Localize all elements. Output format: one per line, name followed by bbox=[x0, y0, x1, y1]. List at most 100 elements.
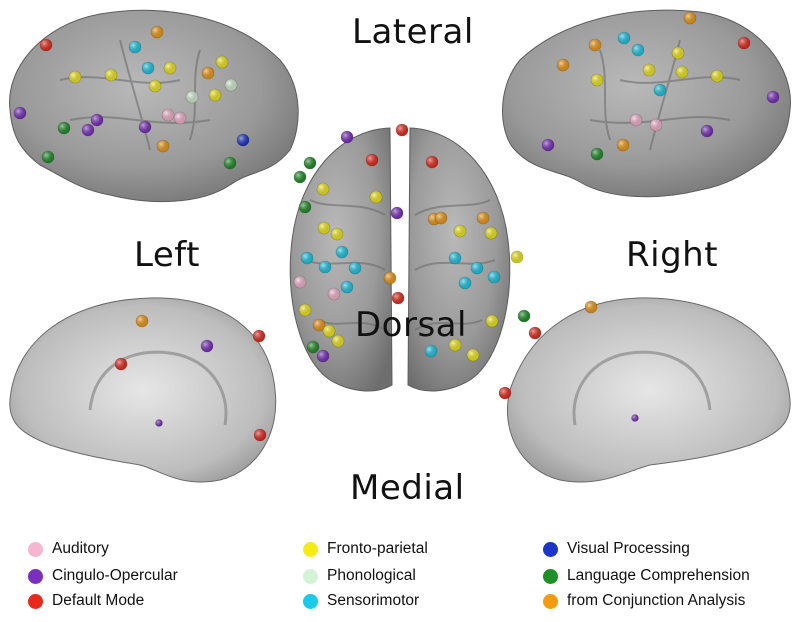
region-dot-shading bbox=[650, 119, 662, 131]
region-dot-shading bbox=[151, 26, 163, 38]
region-dot-shading bbox=[654, 84, 666, 96]
left-lateral-brain bbox=[9, 9, 299, 203]
region-dot-shading bbox=[701, 125, 713, 137]
region-dot-shading bbox=[332, 335, 344, 347]
region-dot-shading bbox=[529, 327, 541, 339]
region-dot-shading bbox=[225, 79, 237, 91]
region-dot-shading bbox=[186, 91, 198, 103]
region-dot-shading bbox=[426, 156, 438, 168]
region-dot-shading bbox=[711, 70, 723, 82]
region-dot-shading bbox=[299, 201, 311, 213]
region-dot-shading bbox=[467, 349, 479, 361]
region-dot-shading bbox=[58, 122, 70, 134]
region-dot-shading bbox=[672, 47, 684, 59]
region-dot-shading bbox=[617, 139, 629, 151]
region-dot-shading bbox=[317, 350, 329, 362]
region-dot-shading bbox=[14, 107, 26, 119]
region-dot-shading bbox=[676, 66, 688, 78]
region-dot-shading bbox=[105, 69, 117, 81]
region-dot-shading bbox=[684, 12, 696, 24]
region-dot-shading bbox=[202, 67, 214, 79]
region-dot-shading bbox=[632, 44, 644, 56]
legend-item-visual-processing: Visual Processing bbox=[543, 540, 690, 558]
region-dot-shading bbox=[392, 292, 404, 304]
region-dot-shading bbox=[301, 252, 313, 264]
region-dot-shading bbox=[254, 429, 266, 441]
region-dot-shading bbox=[142, 62, 154, 74]
region-dot-shading bbox=[115, 358, 127, 370]
region-dot-shading bbox=[69, 71, 81, 83]
region-dot-shading bbox=[294, 171, 306, 183]
region-dot-shading bbox=[366, 154, 378, 166]
region-dot-shading bbox=[630, 114, 642, 126]
region-dot-shading bbox=[589, 39, 601, 51]
region-dot-shading bbox=[294, 276, 306, 288]
legend-label: Language Comprehension bbox=[567, 567, 750, 584]
region-dot-shading bbox=[384, 272, 396, 284]
language-comprehension-dot-icon bbox=[543, 568, 558, 584]
region-dot-shading bbox=[162, 109, 174, 121]
region-dot-shading bbox=[42, 151, 54, 163]
region-dot-shading bbox=[488, 271, 500, 283]
phonological-dot-icon bbox=[303, 568, 318, 584]
region-dot-shading bbox=[155, 419, 163, 427]
legend-item-auditory: Auditory bbox=[28, 540, 109, 558]
region-dot-shading bbox=[511, 251, 523, 263]
legend-item-conjunction: from Conjunction Analysis bbox=[543, 592, 745, 610]
region-dot-shading bbox=[341, 281, 353, 293]
region-dot-shading bbox=[767, 91, 779, 103]
region-dot-shading bbox=[91, 114, 103, 126]
region-dot-shading bbox=[370, 191, 382, 203]
legend: Auditory Cingulo-Opercular Default Mode … bbox=[0, 536, 800, 622]
region-dot-shading bbox=[341, 131, 353, 143]
region-dot-shading bbox=[304, 157, 316, 169]
region-dot-shading bbox=[486, 315, 498, 327]
right-medial-brain bbox=[506, 297, 791, 483]
region-dot-shading bbox=[485, 227, 497, 239]
region-dot-shading bbox=[164, 62, 176, 74]
region-dot-shading bbox=[237, 134, 249, 146]
legend-label: Auditory bbox=[52, 540, 109, 557]
sensorimotor-dot-icon bbox=[303, 593, 318, 609]
legend-label: Visual Processing bbox=[567, 540, 690, 557]
region-dot-shading bbox=[435, 212, 447, 224]
region-dots bbox=[13, 11, 780, 442]
region-dot-shading bbox=[542, 139, 554, 151]
legend-label: from Conjunction Analysis bbox=[567, 592, 746, 609]
region-dot-shading bbox=[459, 277, 471, 289]
region-dot-shading bbox=[317, 183, 329, 195]
region-dot-shading bbox=[139, 121, 151, 133]
region-dot-shading bbox=[136, 315, 148, 327]
region-dot-shading bbox=[157, 140, 169, 152]
region-dot-shading bbox=[631, 414, 639, 422]
region-dot-shading bbox=[643, 64, 655, 76]
region-dot-shading bbox=[585, 301, 597, 313]
region-dot-shading bbox=[209, 89, 221, 101]
medial-label: Medial bbox=[350, 468, 465, 508]
region-dot-shading bbox=[449, 339, 461, 351]
legend-item-sensorimotor: Sensorimotor bbox=[303, 592, 419, 610]
region-dot-shading bbox=[425, 345, 437, 357]
region-dot-shading bbox=[591, 74, 603, 86]
legend-item-cingulo-opercular: Cingulo-Opercular bbox=[28, 567, 178, 585]
region-dot-shading bbox=[477, 212, 489, 224]
region-dot-shading bbox=[331, 228, 343, 240]
region-dot-shading bbox=[174, 112, 186, 124]
lateral-label: Lateral bbox=[352, 12, 474, 52]
fronto-parietal-dot-icon bbox=[303, 541, 318, 557]
region-dot-shading bbox=[518, 310, 530, 322]
left-label: Left bbox=[134, 235, 200, 275]
region-dot-shading bbox=[396, 124, 408, 136]
auditory-dot-icon bbox=[28, 541, 43, 557]
region-dot-shading bbox=[328, 288, 340, 300]
region-dot-shading bbox=[454, 225, 466, 237]
region-dot-shading bbox=[449, 252, 461, 264]
region-dot-shading bbox=[129, 41, 141, 53]
region-dot-shading bbox=[318, 222, 330, 234]
legend-label: Phonological bbox=[327, 567, 416, 584]
legend-label: Default Mode bbox=[52, 592, 145, 609]
region-dot-shading bbox=[216, 56, 228, 68]
legend-label: Fronto-parietal bbox=[327, 540, 428, 557]
region-dot-shading bbox=[391, 207, 403, 219]
